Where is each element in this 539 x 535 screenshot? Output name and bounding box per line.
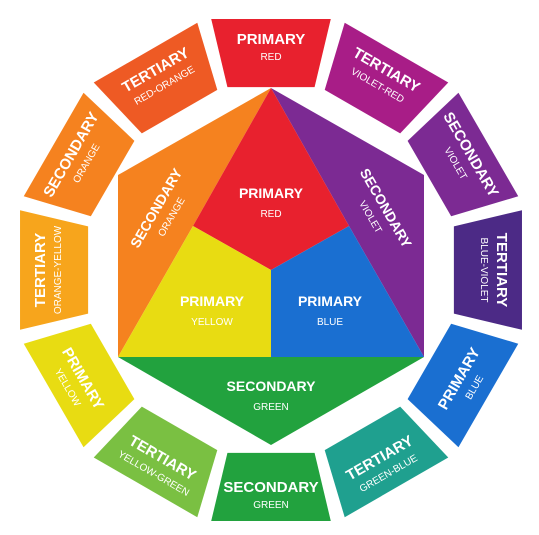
ring-label-green: SECONDARY GREEN (223, 479, 318, 511)
center-secondary-green-name: GREEN (253, 402, 289, 413)
ring-label-blue-violet: TERTIARY BLUE-VIOLET (478, 233, 510, 307)
ring-segment-green-blue (324, 406, 449, 518)
center-primary-blue-name: BLUE (317, 317, 343, 328)
ring-label-orange-yellow: TERTIARY ORANGE-YELLOW (32, 225, 64, 314)
ring-segment-orange-yellow (20, 210, 89, 330)
ring-segment-blue-violet (453, 210, 522, 330)
ring-name-green: GREEN (253, 500, 289, 511)
center-primary-red-kind: PRIMARY (239, 185, 304, 201)
ring-kind-red: PRIMARY (237, 31, 306, 48)
ring-segment-violet (407, 92, 519, 217)
ring-segment-red (211, 19, 331, 88)
ring-label-red: PRIMARY RED (237, 31, 306, 63)
ring-name-blue-violet: BLUE-VIOLET (478, 237, 489, 302)
center-primary-red-name: RED (260, 209, 281, 220)
ring-kind-orange-yellow: TERTIARY (32, 233, 49, 307)
center-primary-blue-kind: PRIMARY (298, 293, 363, 309)
center-primary-yellow-name: YELLOW (191, 317, 233, 328)
ring-segment-red-orange (93, 22, 218, 134)
ring-segment-yellow (23, 323, 135, 448)
center-secondary-orange-shape (118, 88, 271, 357)
center-hexagon: PRIMARY RED PRIMARY YELLOW PRIMARY BLUE … (118, 88, 424, 445)
center-primary-blue-shape (271, 226, 424, 357)
ring-segment-yellow-green (93, 406, 218, 518)
center-secondary-violet-shape (271, 88, 424, 357)
center-primary-red-shape (193, 88, 349, 270)
ring-segment-orange (23, 92, 135, 217)
center-secondary-green-shape (118, 357, 424, 445)
center-primary-yellow-shape (118, 226, 271, 357)
center-secondary-green-kind: SECONDARY (227, 378, 317, 394)
ring-name-red: RED (260, 52, 281, 63)
ring-segment-green (211, 452, 331, 521)
ring-name-orange-yellow: ORANGE-YELLOW (53, 225, 64, 314)
ring-segment-blue (407, 323, 519, 448)
ring-segment-violet-red (324, 22, 449, 134)
ring-kind-green: SECONDARY (223, 479, 318, 496)
ring-kind-blue-violet: TERTIARY (493, 233, 510, 307)
center-primary-yellow-kind: PRIMARY (180, 293, 245, 309)
